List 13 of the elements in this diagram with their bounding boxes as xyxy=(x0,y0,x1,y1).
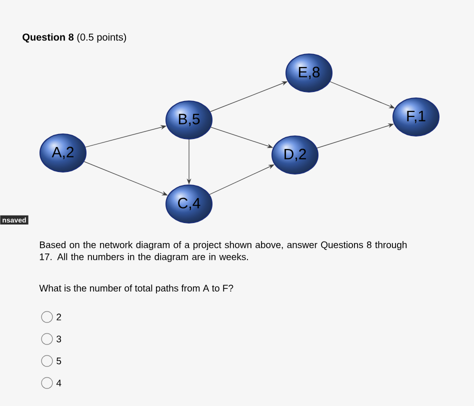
option-text: 2 xyxy=(56,314,62,320)
activity-node: B,5 xyxy=(166,100,212,140)
activity-node: C,4 xyxy=(166,184,212,224)
heading: Question 8 (0.5 points) xyxy=(22,33,126,43)
activity-node: A,2 xyxy=(40,134,86,172)
option-text: 3 xyxy=(56,336,62,342)
activity-node: F,1 xyxy=(392,98,440,136)
option-text: 5 xyxy=(56,358,62,364)
question-text: Based on the network diagram of a project shown above, answer Questions 8 through 17. All the numbers in the diagram are in weeks. xyxy=(40,241,407,262)
question-text: What is the number of total paths from A to F? xyxy=(39,284,234,294)
activity-node: E,8 xyxy=(286,54,332,92)
option-text: 4 xyxy=(56,380,62,386)
activity-node: D,2 xyxy=(272,136,318,174)
